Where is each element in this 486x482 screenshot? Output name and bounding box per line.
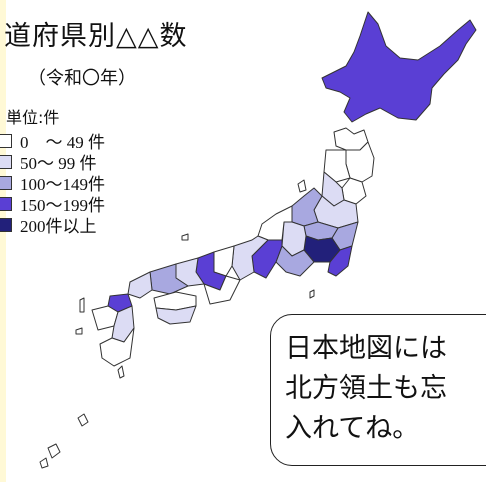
legend-label: 200件以上 <box>20 217 97 236</box>
legend-label: 150～199件 <box>20 196 105 215</box>
legend-item: 150～199件 <box>0 193 105 215</box>
callout-line: 北方領土も忘 <box>285 373 447 404</box>
map-subtitle: （令和〇年） <box>28 68 136 89</box>
legend-label: 50～ 99 件 <box>20 154 97 173</box>
region-yamaguchi <box>127 271 153 299</box>
legend-label: 100～149件 <box>20 175 105 194</box>
legend-swatch <box>0 196 12 211</box>
legend-heading: 単位:件 <box>6 108 60 127</box>
region-gifu-aichi <box>251 239 283 279</box>
island-amami <box>77 413 89 427</box>
island-yaeyama <box>39 457 49 469</box>
left-edge-strip <box>0 0 6 482</box>
callout-bubble: 日本地図には 北方領土も忘 入れてね。 <box>270 314 486 466</box>
map-title: 道府県別△△数 <box>4 21 188 52</box>
island-tanegashima <box>117 365 125 379</box>
legend-item: 50～ 99 件 <box>0 151 105 173</box>
region-chiba <box>327 245 353 277</box>
legend-swatch <box>0 175 12 190</box>
island-sado <box>297 179 307 193</box>
region-miyazaki-kagoshima <box>99 327 135 367</box>
legend-swatch <box>0 133 12 148</box>
callout-line: 入れてね。 <box>285 413 420 444</box>
region-kyoto-shiga <box>213 245 235 277</box>
legend-swatch <box>0 154 12 169</box>
island-izu <box>309 289 315 299</box>
island-goto <box>75 327 83 335</box>
callout-line: 日本地図には <box>285 333 447 364</box>
legend: 単位:件 0 ～ 49 件 50～ 99 件 100～149件 150～199件… <box>0 104 105 236</box>
legend-item: 200件以上 <box>0 214 105 236</box>
region-shikoku-south <box>155 305 197 325</box>
legend-swatch <box>0 217 12 232</box>
region-fukui-mie <box>231 235 269 281</box>
island-oki <box>181 233 189 241</box>
region-nara-wakayama <box>203 275 241 305</box>
legend-label: 0 ～ 49 件 <box>20 133 105 152</box>
region-yamanashi-shizuoka <box>275 245 315 277</box>
legend-item: 100～149件 <box>0 172 105 194</box>
region-hokkaido <box>321 11 477 123</box>
island-okinawa <box>47 443 61 459</box>
island-tsushima <box>79 297 85 313</box>
legend-item: 0 ～ 49 件 <box>0 130 105 152</box>
